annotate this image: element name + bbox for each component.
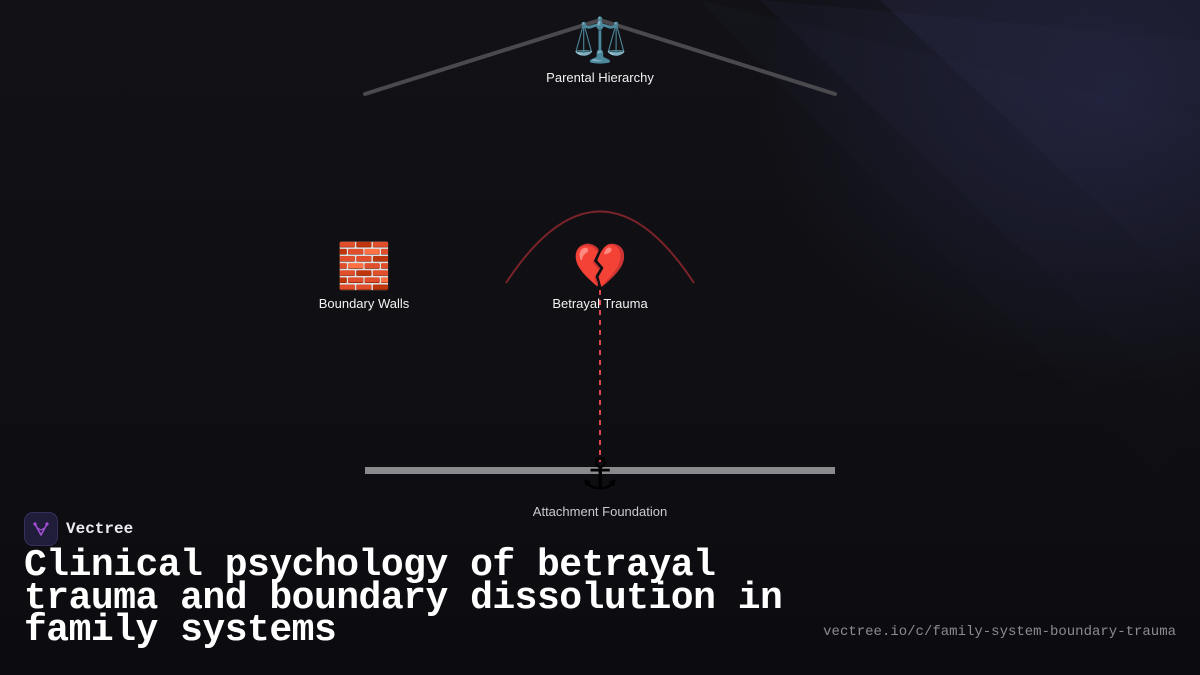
balance-scale-icon: ⚖️ xyxy=(572,15,628,66)
foundation-floor xyxy=(365,467,835,474)
node-attachment-foundation: ⚓ Attachment Foundation xyxy=(500,449,700,520)
brand: Vectree xyxy=(24,512,133,546)
source-url[interactable]: vectree.io/c/family-system-boundary-trau… xyxy=(823,624,1176,640)
node-betrayal-trauma: 💔 Betrayal Trauma xyxy=(500,241,700,312)
node-label: Parental Hierarchy xyxy=(546,70,654,85)
node-label: Betrayal Trauma xyxy=(552,296,648,311)
node-label: Attachment Foundation xyxy=(532,504,668,519)
brick-wall-icon: 🧱 xyxy=(336,241,392,292)
anchor-icon: ⚓ xyxy=(580,449,620,500)
node-boundary-walls: 🧱 Boundary Walls xyxy=(264,241,464,312)
roof-left-line xyxy=(363,18,602,96)
vectree-logo-icon xyxy=(24,512,58,546)
roof-right-line xyxy=(598,18,837,96)
node-parental-hierarchy: ⚖️ Parental Hierarchy xyxy=(500,15,700,86)
node-label: Boundary Walls xyxy=(318,296,410,311)
brand-name: Vectree xyxy=(66,520,134,538)
betrayal-arc xyxy=(505,210,695,284)
broken-heart-icon: 💔 xyxy=(572,241,628,292)
page-title: Clinical psychology of betrayal trauma a… xyxy=(24,544,783,652)
